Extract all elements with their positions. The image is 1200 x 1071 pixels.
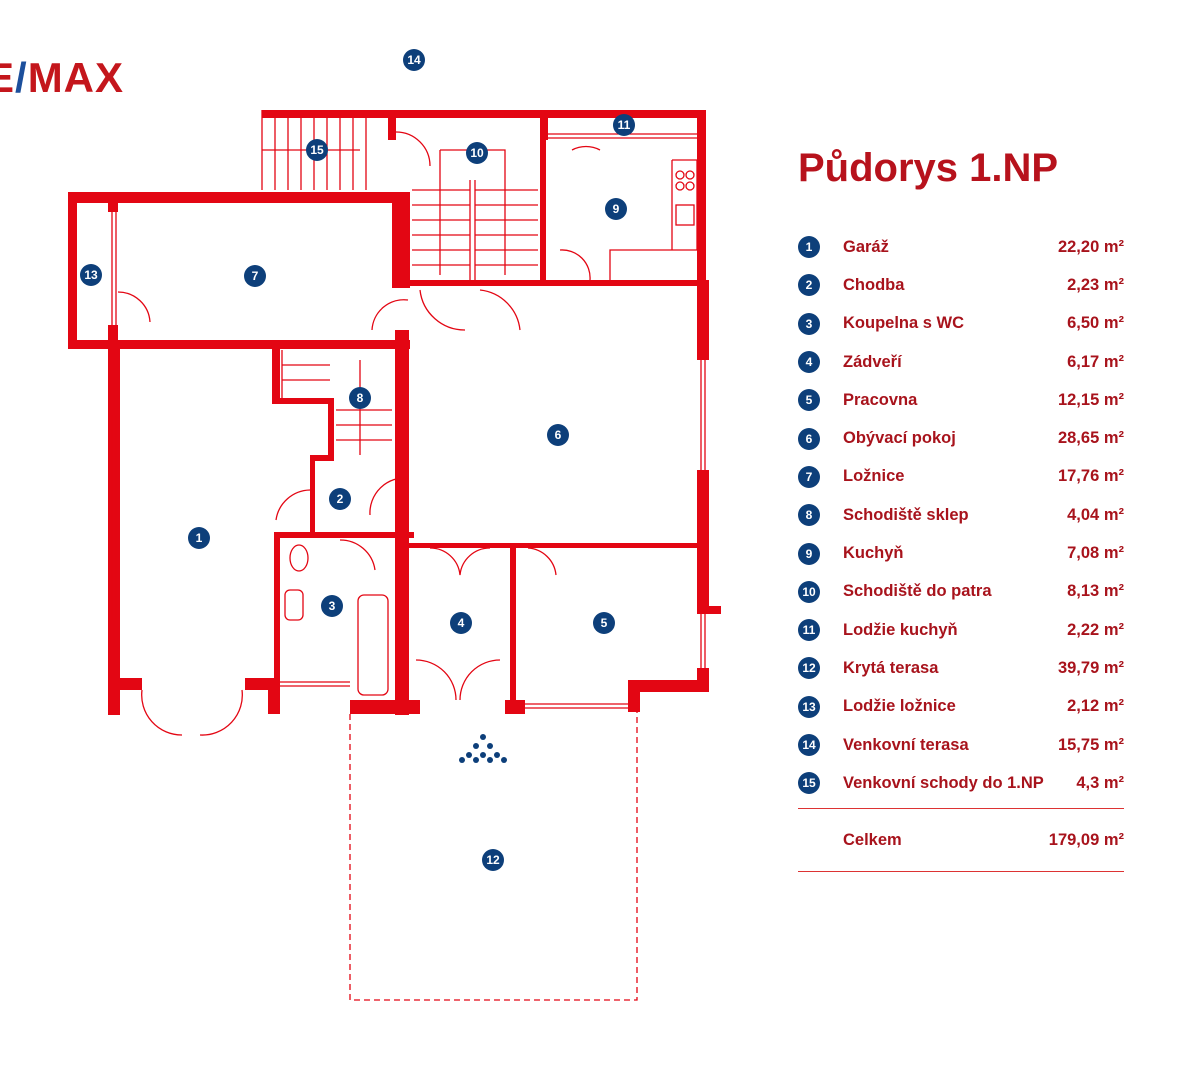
legend-row: 2 Chodba 2,23 m²: [798, 266, 1124, 304]
legend-room-area: 17,76 m²: [1057, 467, 1124, 486]
legend-row: 12 Krytá terasa 39,79 m²: [798, 649, 1124, 687]
legend-row: 1 Garáž 22,20 m²: [798, 228, 1124, 266]
page-title: Půdorys 1.NP: [798, 146, 1059, 190]
legend-row: 7 Ložnice 17,76 m²: [798, 458, 1124, 496]
room-badge-6: 6: [547, 424, 569, 446]
legend-row: 6 Obývací pokoj 28,65 m²: [798, 419, 1124, 457]
legend-row: 4 Zádveří 6,17 m²: [798, 343, 1124, 381]
legend-number: 8: [798, 504, 820, 527]
room-badge-1: 1: [188, 527, 210, 549]
room-badge-10: 10: [466, 142, 488, 164]
room-badge-2: 2: [329, 488, 351, 510]
legend-room-name: Venkovní terasa: [843, 735, 969, 754]
room-badge-14: 14: [403, 49, 425, 71]
legend-room-name: Pracovna: [843, 390, 918, 409]
room-legend: 1 Garáž 22,20 m² 2 Chodba 2,23 m² 3 Koupelna …: [798, 228, 1124, 802]
legend-row: 8 Schodiště sklep 4,04 m²: [798, 496, 1124, 534]
legend-room-name: Chodba: [843, 275, 905, 294]
room-badge-9: 9: [605, 198, 627, 220]
legend-room-name: Kuchyň: [843, 544, 904, 563]
legend-row: 11 Lodžie kuchyň 2,22 m²: [798, 611, 1124, 649]
room-badge-7: 7: [244, 265, 266, 287]
room-badge-4: 4: [450, 612, 472, 634]
legend-room-name: Lodžie ložnice: [843, 697, 956, 716]
legend-number: 3: [798, 312, 820, 335]
legend-number: 13: [798, 695, 820, 718]
legend-room-area: 15,75 m²: [1057, 735, 1124, 754]
legend-room-name: Schodiště do patra: [843, 582, 992, 601]
legend-number: 10: [798, 580, 820, 603]
total-label: Celkem: [843, 830, 902, 849]
legend-room-name: Koupelna s WC: [843, 314, 965, 333]
legend-room-name: Lodžie kuchyň: [843, 620, 958, 639]
room-badge-13: 13: [80, 264, 102, 286]
legend-room-area: 6,50 m²: [1067, 314, 1124, 333]
room-badge-3: 3: [321, 595, 343, 617]
legend-number: 1: [798, 236, 820, 259]
room-badge-15: 15: [306, 139, 328, 161]
legend-room-area: 2,12 m²: [1067, 697, 1124, 716]
legend-room-name: Venkovní schody do 1.NP: [843, 773, 1044, 792]
legend-room-area: 12,15 m²: [1057, 390, 1124, 409]
legend-row: 9 Kuchyň 7,08 m²: [798, 534, 1124, 572]
legend-room-area: 39,79 m²: [1057, 658, 1124, 677]
legend-number: 2: [798, 274, 820, 297]
legend-number: 9: [798, 542, 820, 565]
room-badge-12: 12: [482, 849, 504, 871]
legend-room-area: 6,17 m²: [1067, 352, 1124, 371]
legend-room-area: 2,23 m²: [1067, 275, 1124, 294]
legend-number: 5: [798, 389, 820, 412]
legend-room-name: Zádveří: [843, 352, 902, 371]
legend-row: 10 Schodiště do patra 8,13 m²: [798, 573, 1124, 611]
legend-number: 7: [798, 465, 820, 488]
legend-number: 4: [798, 351, 820, 374]
legend-room-area: 22,20 m²: [1057, 237, 1124, 256]
legend-room-name: Krytá terasa: [843, 658, 939, 677]
legend-row: 13 Lodžie ložnice 2,12 m²: [798, 688, 1124, 726]
legend-row: 5 Pracovna 12,15 m²: [798, 381, 1124, 419]
legend-number: 14: [798, 734, 820, 756]
remax-logo: E/MAX: [0, 54, 125, 101]
legend-room-name: Obývací pokoj: [843, 429, 956, 448]
legend-row: 14 Venkovní terasa 15,75 m²: [798, 726, 1124, 764]
room-badge-5: 5: [593, 612, 615, 634]
room-badge-8: 8: [349, 387, 371, 409]
legend-room-area: 4,04 m²: [1067, 505, 1124, 524]
legend-row: 3 Koupelna s WC 6,50 m²: [798, 305, 1124, 343]
legend-number: 12: [798, 657, 820, 680]
legend-room-name: Garáž: [843, 237, 889, 256]
legend-room-area: 28,65 m²: [1057, 429, 1124, 448]
total-row: Celkem 179,09 m²: [798, 808, 1124, 872]
legend-row: 15 Venkovní schody do 1.NP 4,3 m²: [798, 764, 1124, 802]
floor-plan: [68, 110, 721, 1001]
legend-number: 15: [798, 772, 820, 795]
legend-room-area: 2,22 m²: [1067, 620, 1124, 639]
legend-number: 11: [798, 619, 820, 642]
legend-room-area: 7,08 m²: [1067, 544, 1124, 563]
legend-room-name: Schodiště sklep: [843, 505, 969, 524]
room-badge-11: 11: [613, 114, 635, 136]
legend-room-area: 4,3 m²: [1076, 773, 1124, 792]
legend-room-area: 8,13 m²: [1067, 582, 1124, 601]
total-area: 179,09 m²: [1048, 830, 1124, 849]
legend-room-name: Ložnice: [843, 467, 905, 486]
walls: [68, 110, 721, 715]
legend-number: 6: [798, 427, 820, 450]
column-dots: [459, 734, 507, 763]
